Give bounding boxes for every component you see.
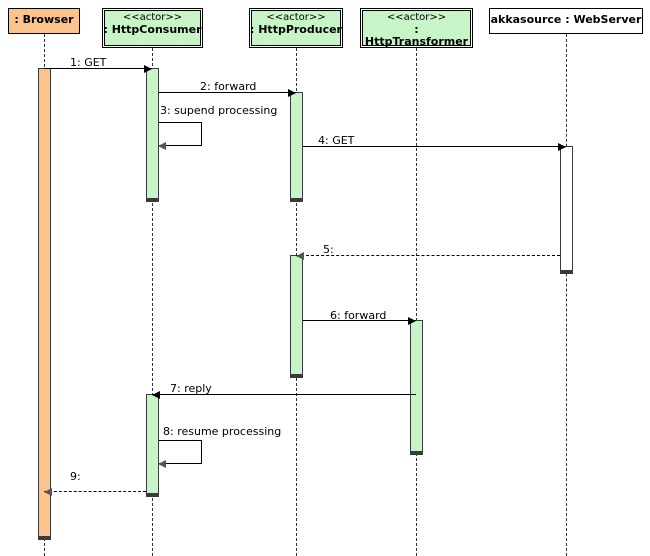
activation-bar-browser bbox=[38, 68, 51, 540]
message-line-6 bbox=[303, 320, 416, 321]
message-line-4 bbox=[303, 146, 566, 147]
self-message-loop-3 bbox=[159, 122, 202, 146]
participant-name-webserver: akkasource : WebServer bbox=[490, 13, 642, 26]
message-label-8: 8: resume processing bbox=[163, 425, 282, 438]
message-line-2 bbox=[159, 92, 296, 93]
message-line-7 bbox=[152, 394, 416, 395]
arrowhead-icon-4 bbox=[558, 143, 566, 151]
message-line-9 bbox=[44, 491, 146, 492]
message-label-6: 6: forward bbox=[330, 309, 387, 322]
participant-stereotype-httpconsumer: <<actor>> bbox=[122, 12, 183, 23]
message-label-9: 9: bbox=[70, 470, 81, 483]
participant-head-webserver[interactable]: akkasource : WebServer bbox=[489, 8, 643, 34]
activation-bar-httpconsumer bbox=[146, 68, 159, 202]
arrowhead-icon-8 bbox=[158, 460, 166, 468]
participant-name-httpconsumer: : HttpConsumer bbox=[103, 22, 202, 36]
arrowhead-icon-9 bbox=[44, 488, 52, 496]
message-label-4: 4: GET bbox=[318, 134, 355, 147]
activation-bar-httptransformer bbox=[410, 320, 423, 455]
arrowhead-icon-3 bbox=[158, 142, 166, 150]
arrowhead-icon-2 bbox=[288, 89, 296, 97]
participant-head-browser[interactable]: : Browser bbox=[8, 8, 80, 34]
message-label-7: 7: reply bbox=[170, 382, 212, 395]
activation-end-cap bbox=[560, 270, 573, 274]
lifeline-httptransformer bbox=[416, 48, 417, 556]
lifeline-webserver bbox=[566, 34, 567, 556]
message-line-1 bbox=[44, 68, 152, 69]
participant-head-httpconsumer[interactable]: <<actor>>: HttpConsumer bbox=[102, 8, 203, 48]
activation-end-cap bbox=[38, 536, 51, 540]
participant-head-httptransformer[interactable]: <<actor>>: HttpTransformer bbox=[360, 8, 473, 48]
participant-stereotype-httpproducer: <<actor>> bbox=[266, 12, 326, 23]
arrowhead-icon-7 bbox=[152, 391, 160, 399]
message-label-1: 1: GET bbox=[70, 56, 107, 69]
lifeline-httpconsumer bbox=[152, 48, 153, 556]
participant-name-httpproducer: : HttpProducer bbox=[250, 22, 342, 36]
arrowhead-icon-6 bbox=[408, 317, 416, 325]
activation-bar-httpproducer bbox=[290, 92, 303, 202]
arrowhead-icon-1 bbox=[144, 65, 152, 73]
participant-name-httptransformer: : HttpTransformer bbox=[364, 22, 469, 49]
activation-end-cap bbox=[290, 374, 303, 378]
participant-stereotype-httptransformer: <<actor>> bbox=[386, 12, 447, 23]
participant-head-httpproducer[interactable]: <<actor>>: HttpProducer bbox=[249, 8, 343, 48]
activation-end-cap bbox=[410, 451, 423, 455]
activation-end-cap bbox=[146, 198, 159, 202]
activation-bar-httpproducer bbox=[290, 255, 303, 378]
activation-bar-httpconsumer bbox=[146, 394, 159, 497]
self-message-loop-8 bbox=[159, 440, 202, 464]
arrowhead-icon-5 bbox=[296, 252, 304, 260]
message-label-5: 5: bbox=[323, 243, 334, 256]
message-label-2: 2: forward bbox=[200, 80, 257, 93]
activation-end-cap bbox=[290, 198, 303, 202]
activation-end-cap bbox=[146, 493, 159, 497]
message-line-5 bbox=[296, 255, 560, 256]
participant-name-browser: : Browser bbox=[14, 13, 74, 26]
message-label-3: 3: supend processing bbox=[160, 104, 278, 117]
activation-bar-webserver bbox=[560, 146, 573, 274]
